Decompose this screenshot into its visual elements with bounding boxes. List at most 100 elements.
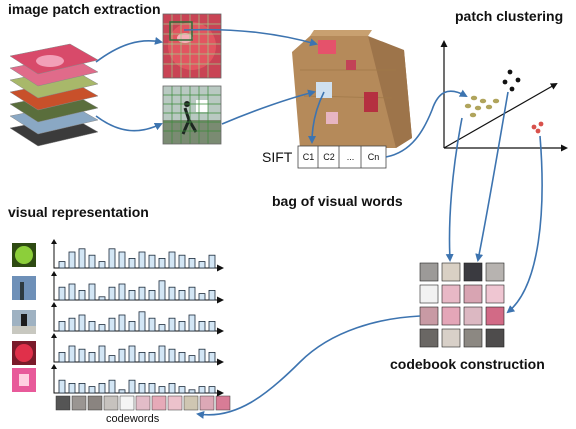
histogram-bar-2-1 [58,286,66,301]
histogram-bar-1-14 [188,257,196,269]
histogram-bar-1-15 [198,261,206,269]
histogram-bar-1-10 [148,254,156,269]
histogram-bar-5-4 [88,386,96,394]
histogram-bar-2-2 [68,283,76,301]
descriptor-cell-ellipsis: ... [346,152,355,162]
histogram-bar-2-15 [198,293,206,301]
histogram-bar-4-11 [158,345,166,363]
arrow-sift-to-clustering [385,89,468,158]
histogram-bar-1-13 [178,254,186,269]
label-image-patch-extraction: image patch extraction [8,1,161,17]
codebook-grid [419,262,505,348]
label-visual-representation: visual representation [8,204,149,220]
codeword-strip [55,395,231,411]
histogram-bar-3-11 [158,324,166,332]
histogram-bar-1-11 [158,257,166,269]
histogram-axes-1 [53,241,224,272]
histogram-bar-5-15 [198,386,206,394]
histogram-bar-1-7 [118,251,126,269]
arrow-red-to-codebook [506,135,543,314]
histogram-axes-5 [53,366,224,397]
histogram-y-arrowhead-2 [51,271,57,276]
histogram-bar-3-3 [78,314,86,332]
histogram-bar-5-6 [108,379,116,394]
arrow-bag-to-sift [308,91,325,144]
label-codebook-construction: codebook construction [390,356,545,372]
histogram-bar-2-6 [108,286,116,301]
histogram-bar-4-8 [128,345,136,363]
histogram-bar-2-11 [158,280,166,301]
histogram-bar-2-5 [98,296,106,301]
histogram-bar-3-16 [208,320,216,332]
histogram-bar-4-15 [198,348,206,363]
arrow-stack-to-apple [95,36,163,63]
histogram-bar-2-8 [128,289,136,301]
label-patch-clustering: patch clustering [455,8,564,24]
histogram-bar-4-12 [168,348,176,363]
histogram-bar-5-16 [208,386,216,394]
histogram-bar-4-6 [108,355,116,363]
label-codewords: codewords [106,413,160,425]
cluster-plot [440,40,568,152]
histogram-bar-1-2 [68,251,76,269]
histogram-bar-1-16 [208,254,216,269]
histogram-axes-3 [53,304,224,335]
histogram-bar-5-13 [178,386,186,394]
descriptor-cell-c1: C1 [302,152,315,162]
histogram-bar-5-2 [68,382,76,394]
histogram-bar-3-10 [148,317,156,332]
histogram-y-arrowhead-3 [51,302,57,307]
histogram-bar-5-10 [148,382,156,394]
histogram-bar-2-4 [88,283,96,301]
label-sift: SIFT [262,149,293,165]
histogram-bar-5-1 [58,379,66,394]
histogram-y-arrowhead-5 [51,364,57,369]
histogram-bar-2-16 [208,289,216,301]
histogram-y-arrowhead-4 [51,333,57,338]
arrow-stack-to-person [95,115,163,132]
label-bag-of-visual-words: bag of visual words [272,193,403,209]
histogram-bar-2-9 [138,286,146,301]
histogram-bar-2-12 [168,286,176,301]
descriptor-cell-c2: C2 [323,152,335,162]
histogram-bar-1-4 [88,254,96,269]
histogram-bar-3-12 [168,317,176,332]
histogram-bar-3-5 [98,324,106,332]
histogram-bar-4-16 [208,351,216,363]
histogram-bar-4-3 [78,348,86,363]
histogram-bar-4-10 [148,351,156,363]
histogram-bar-5-3 [78,382,86,394]
histogram-bar-1-1 [58,261,66,269]
histogram-bar-2-14 [188,286,196,301]
histogram-bar-5-9 [138,382,146,394]
histogram-bar-3-1 [58,320,66,332]
histogram-bar-4-2 [68,345,76,363]
image-stack [9,43,99,147]
arrow-apple-to-bag [183,28,318,47]
histogram-bar-2-3 [78,289,86,301]
histogram-bar-4-7 [118,348,126,363]
histogram-bar-3-14 [188,314,196,332]
histogram-bar-5-5 [98,382,106,394]
histogram-bar-4-14 [188,355,196,363]
histogram-bar-3-7 [118,314,126,332]
arrow-olive-to-codebook [445,117,463,262]
histogram-axes-4 [53,335,224,366]
histogram-bar-3-8 [128,320,136,332]
histogram-bar-3-15 [198,320,206,332]
histogram-bar-3-6 [108,317,116,332]
histogram-bar-2-13 [178,289,186,301]
histogram-bar-3-13 [178,320,186,332]
histogram-bar-5-7 [118,389,126,394]
histogram-bar-5-12 [168,382,176,394]
histogram-group [51,239,224,397]
histogram-bar-2-7 [118,283,126,301]
histogram-bar-4-4 [88,351,96,363]
histogram-bar-1-8 [128,257,136,269]
histogram-bar-5-14 [188,389,196,394]
histogram-bar-3-2 [68,317,76,332]
histogram-bar-4-13 [178,351,186,363]
flow-arrows [95,28,543,419]
histogram-bar-3-4 [88,320,96,332]
